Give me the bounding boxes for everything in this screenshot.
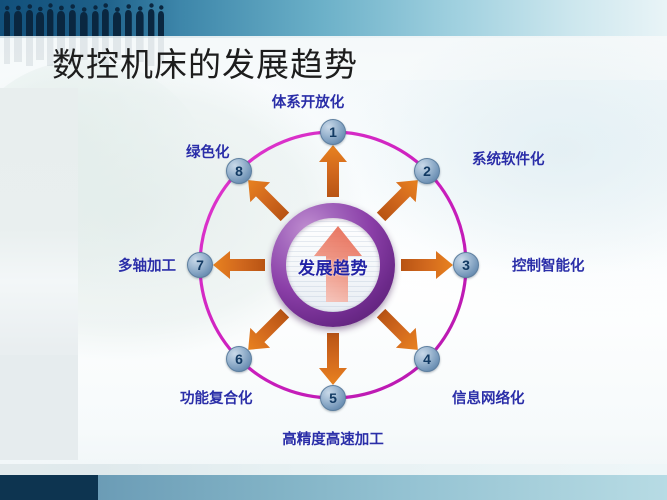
footer-top-edge <box>0 464 667 475</box>
center-hub: 发展趋势 <box>271 203 395 327</box>
node-number-7: 7 <box>196 257 204 273</box>
node-label-5: 高精度高速加工 <box>282 432 384 448</box>
node-circle-6[interactable]: 6 <box>226 346 252 372</box>
node-number-8: 8 <box>235 163 243 179</box>
node-label-1: 体系开放化 <box>271 95 345 111</box>
node-label-6: 功能复合化 <box>180 391 253 407</box>
node-number-2: 2 <box>423 163 431 179</box>
footer-accent-block <box>0 475 98 500</box>
header-divider <box>0 36 667 38</box>
node-label-3: 控制智能化 <box>512 258 585 275</box>
node-number-1: 1 <box>329 124 337 140</box>
node-label-4: 信息网络化 <box>452 391 525 407</box>
node-label-7: 多轴加工 <box>118 258 176 275</box>
node-circle-8[interactable]: 8 <box>226 158 252 184</box>
node-label-8: 绿色化 <box>186 145 230 161</box>
page-title: 数控机床的发展趋势 <box>52 45 358 84</box>
node-circle-4[interactable]: 4 <box>414 346 440 372</box>
node-label-2: 系统软件化 <box>472 152 545 168</box>
silhouette-reflection <box>0 36 180 82</box>
center-hub-label: 发展趋势 <box>298 259 368 278</box>
node-circle-3[interactable]: 3 <box>453 252 479 278</box>
node-number-4: 4 <box>423 351 431 367</box>
node-number-3: 3 <box>462 257 470 273</box>
node-circle-7[interactable]: 7 <box>187 252 213 278</box>
people-silhouettes-icon <box>0 0 180 36</box>
node-circle-2[interactable]: 2 <box>414 158 440 184</box>
node-circle-1[interactable]: 1 <box>320 119 346 145</box>
center-hub-inner: 发展趋势 <box>286 218 380 312</box>
node-number-5: 5 <box>329 390 337 406</box>
footer-bar <box>0 475 667 500</box>
background-left-strip-lower <box>0 355 78 460</box>
node-circle-5[interactable]: 5 <box>320 385 346 411</box>
node-number-6: 6 <box>235 351 243 367</box>
